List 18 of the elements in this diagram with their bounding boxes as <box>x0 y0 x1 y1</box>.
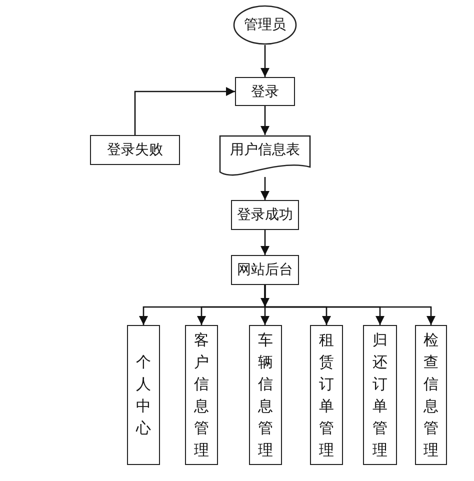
process-box: 登录 <box>235 77 295 106</box>
arrow <box>260 177 270 200</box>
arrow <box>260 45 270 77</box>
start-ellipse: 管理员 <box>233 5 297 45</box>
process-box: 车辆信息管理 <box>249 325 282 465</box>
process-box: 登录成功 <box>231 200 299 230</box>
arrow <box>260 230 270 255</box>
process-box: 客户信息管理 <box>185 325 218 465</box>
process-box: 租赁订单管理 <box>310 325 343 465</box>
arrow <box>260 106 270 135</box>
process-box: 归还订单管理 <box>363 325 397 465</box>
process-box: 网站后台 <box>231 255 299 285</box>
document-shape: 用户信息表 <box>219 135 311 177</box>
arrow <box>264 285 436 325</box>
process-box: 登录失败 <box>90 135 180 165</box>
process-box: 个人中心 <box>127 325 160 465</box>
arrow <box>134 87 235 135</box>
process-box: 检查信息管理 <box>415 325 447 465</box>
